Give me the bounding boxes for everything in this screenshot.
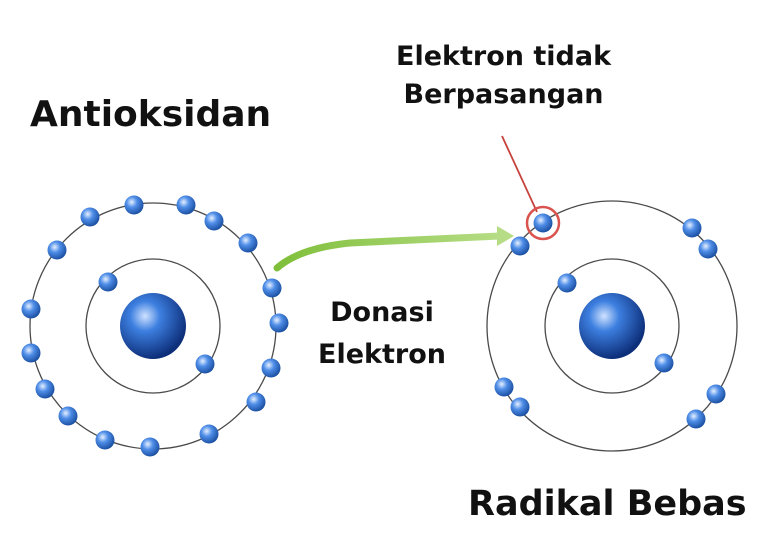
antioxidant-outer-electron xyxy=(95,430,115,450)
radical-inner-electron xyxy=(557,273,577,293)
radical-outer-electron xyxy=(682,218,702,238)
antioxidant-outer-electron xyxy=(35,379,55,399)
antioxidant-outer-electron xyxy=(58,406,78,426)
unpaired-electron xyxy=(533,213,553,233)
radical-outer-electron xyxy=(706,384,726,404)
antioxidant-outer-electron xyxy=(262,278,282,298)
electron-donation-label: Donasi Elektron xyxy=(318,292,446,376)
antioxidant-outer-electron xyxy=(140,437,160,457)
antioxidant-electrons xyxy=(21,195,289,457)
antioxidant-outer-electron xyxy=(124,195,144,215)
antioxidant-outer-electron xyxy=(47,240,67,260)
unpaired-label-line2: Berpasangan xyxy=(403,79,604,110)
radical-outer-electron xyxy=(510,397,530,417)
antioxidant-outer-electron xyxy=(204,211,224,231)
donation-label-line1: Donasi xyxy=(330,297,434,328)
radical-outer-electron xyxy=(686,409,706,429)
antioxidant-outer-electron xyxy=(21,299,41,319)
unpaired-electron-label: Elektron tidak Berpasangan xyxy=(396,38,611,114)
radical-outer-electron xyxy=(698,239,718,259)
radical-inner-electron xyxy=(654,353,674,373)
free-radical-atom xyxy=(486,200,738,452)
antioxidant-atom xyxy=(21,195,289,457)
donation-arrow xyxy=(273,226,514,272)
antioxidant-outer-electron xyxy=(21,343,41,363)
pointer-line xyxy=(501,135,538,213)
antioxidant-nucleus xyxy=(120,293,186,359)
antioxidant-outer-electron xyxy=(269,313,289,333)
radical-inner-orbit xyxy=(544,258,680,394)
antioxidant-label: Antioksidan xyxy=(30,94,272,135)
antioxidant-inner-electron xyxy=(195,354,215,374)
unpaired-label-line1: Elektron tidak xyxy=(396,41,612,72)
radical-outer-orbit xyxy=(486,200,738,452)
radical-nucleus xyxy=(579,293,645,359)
antioxidant-inner-orbit xyxy=(85,258,221,394)
antioxidant-outer-electron xyxy=(261,358,281,378)
antioxidant-outer-electron xyxy=(199,424,219,444)
radical-outer-electron xyxy=(510,236,530,256)
radical-outer-electron xyxy=(494,377,514,397)
antioxidant-inner-electron xyxy=(98,272,118,292)
antioxidant-outer-electron xyxy=(80,207,100,227)
antioxidant-outer-electron xyxy=(246,392,266,412)
unpaired-highlight-ring xyxy=(525,205,561,241)
free-radical-label: Radikal Bebas xyxy=(468,484,747,524)
donation-label-line2: Elektron xyxy=(318,339,446,370)
radical-electrons xyxy=(494,213,726,429)
antioxidant-outer-electron xyxy=(238,233,258,253)
antioxidant-outer-electron xyxy=(176,195,196,215)
